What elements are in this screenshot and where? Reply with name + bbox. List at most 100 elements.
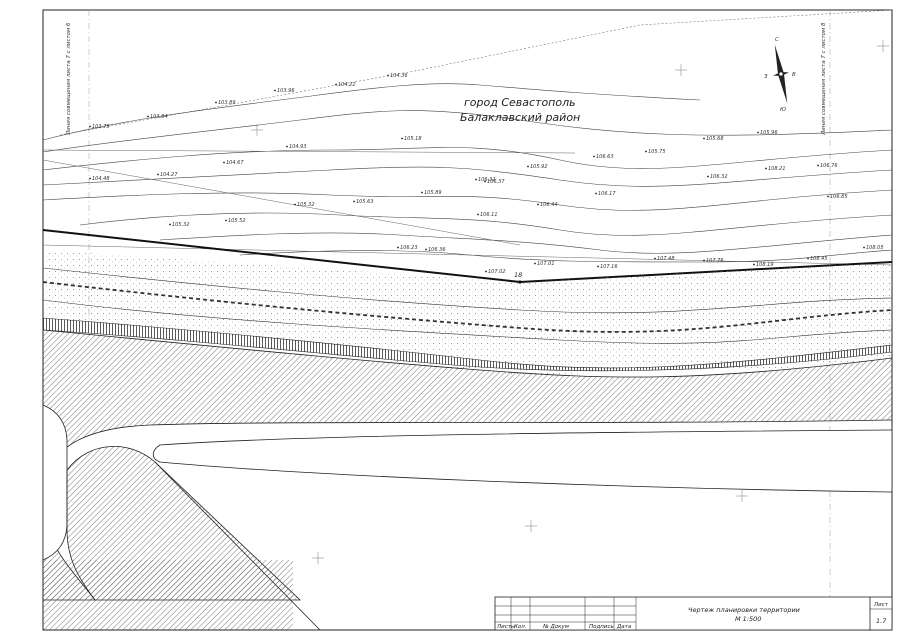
elevation-label: 104.36 [390, 73, 408, 79]
elevation-point [477, 213, 479, 216]
elevation-label: 103.84 [150, 114, 168, 120]
title-block [494, 596, 893, 631]
elevation-label: 104.48 [92, 176, 110, 182]
elevation-label: 108.05 [866, 245, 884, 251]
elevation-label: 105.68 [706, 136, 724, 142]
right-margin-note: Линия совмещения листа 7 с листом 8 [821, 22, 827, 136]
elevation-point [654, 257, 656, 260]
elevation-point [286, 145, 288, 148]
elevation-point [817, 164, 819, 167]
title-col-doc: № Докум [542, 624, 569, 630]
elevation-point [757, 131, 759, 134]
elevation-label: 105.63 [356, 199, 374, 205]
elevation-labels: 103.75 103.84 103.89 103.96 104.22 104.36 104.… [89, 73, 884, 275]
sheet-number: 1.7 [876, 617, 887, 625]
top-boundary-line [59, 9, 893, 136]
elevation-point [863, 246, 865, 249]
elevation-label: 105.32 [172, 222, 190, 228]
elevation-point [425, 248, 427, 251]
dashed-lines [42, 267, 893, 344]
elevation-label: 105.18 [404, 136, 422, 142]
elevation-label: 106.23 [400, 245, 418, 251]
elevation-label: 106.36 [428, 247, 446, 253]
title-col-sheets: Листы [496, 624, 516, 630]
drawing-title: Чертеж планировки территории [688, 606, 800, 614]
title-col-sign: Подпись [589, 624, 614, 630]
elevation-point [421, 191, 423, 194]
elevation-point [753, 263, 755, 266]
elevation-point [157, 173, 159, 176]
elevation-point [595, 192, 597, 195]
white-island [152, 429, 893, 493]
elevation-point [89, 125, 91, 128]
elevation-point [89, 177, 91, 180]
elevation-label: 106.63 [596, 154, 614, 160]
elevation-label: 108.21 [768, 166, 786, 172]
elevation-point [169, 223, 171, 226]
elevation-label: 103.96 [277, 88, 295, 94]
elevation-point [537, 203, 539, 206]
elevation-label: 106.11 [480, 212, 498, 218]
left-margin-note: Линия совмещения листа 7 с листом 6 [66, 22, 72, 136]
elevation-point [294, 203, 296, 206]
compass-rose [773, 44, 789, 104]
title-col-date: Дата [616, 624, 632, 630]
elevation-point [353, 200, 355, 203]
elevation-point [147, 115, 149, 118]
elevation-label: 107.01 [537, 261, 555, 267]
elevation-point [593, 155, 595, 158]
elevation-point [335, 83, 337, 86]
elevation-point [645, 150, 647, 153]
elevation-label: 107.16 [600, 264, 618, 270]
elevation-point [225, 219, 227, 222]
elevation-label: 104.27 [160, 172, 178, 178]
elevation-point [597, 265, 599, 268]
compass-west: З [764, 74, 768, 80]
elevation-label: 105.96 [760, 130, 778, 136]
elevation-point [703, 259, 705, 262]
title-col-qty: Кол. [514, 624, 527, 630]
elevation-point [765, 167, 767, 170]
elevation-label: 107.76 [706, 258, 724, 264]
sheet-header: Лист [873, 602, 889, 608]
elevation-label: 108.45 [810, 256, 828, 262]
elevation-point [215, 101, 217, 104]
elevation-point [485, 270, 487, 273]
elevation-point [534, 262, 536, 265]
elevation-label: 103.75 [92, 124, 110, 130]
compass-south: Ю [780, 107, 786, 113]
elevation-label: 103.89 [218, 100, 236, 106]
elevation-label: 106.32 [478, 177, 496, 183]
bottom-hatch-strip [43, 560, 293, 630]
compass-east: В [792, 72, 796, 78]
elevation-label: 106.44 [540, 202, 558, 208]
district-name-label: Балаклавский район [460, 111, 580, 124]
elevation-point [707, 175, 709, 178]
contour-lines [42, 83, 893, 263]
elevation-point [527, 165, 529, 168]
elevation-point [484, 180, 486, 183]
elevation-label: 108.19 [756, 262, 774, 268]
elevation-point [223, 161, 225, 164]
elevation-label: 106.37 [487, 179, 505, 185]
grid-crosses [251, 40, 889, 564]
elevation-label: 107.02 [488, 269, 506, 275]
elevation-label: 104.67 [226, 160, 244, 166]
elevation-point [475, 178, 477, 181]
elevation-label: 104.22 [338, 82, 356, 88]
elevation-label: 105.89 [424, 190, 442, 196]
elevation-label: 104.93 [289, 144, 307, 150]
elevation-label: 107.48 [657, 256, 675, 262]
elevation-label: 105.52 [228, 218, 246, 224]
elevation-point [401, 137, 403, 140]
elevation-point [274, 89, 276, 92]
elevation-point [827, 195, 829, 198]
survey-lines [42, 149, 893, 266]
city-name-label: город Севастополь [464, 96, 576, 109]
compass-north: С [775, 37, 779, 43]
elevation-point [807, 257, 809, 260]
elevation-label: 106.32 [710, 174, 728, 180]
elevation-label: 105.32 [297, 202, 315, 208]
left-pocket [42, 404, 68, 561]
